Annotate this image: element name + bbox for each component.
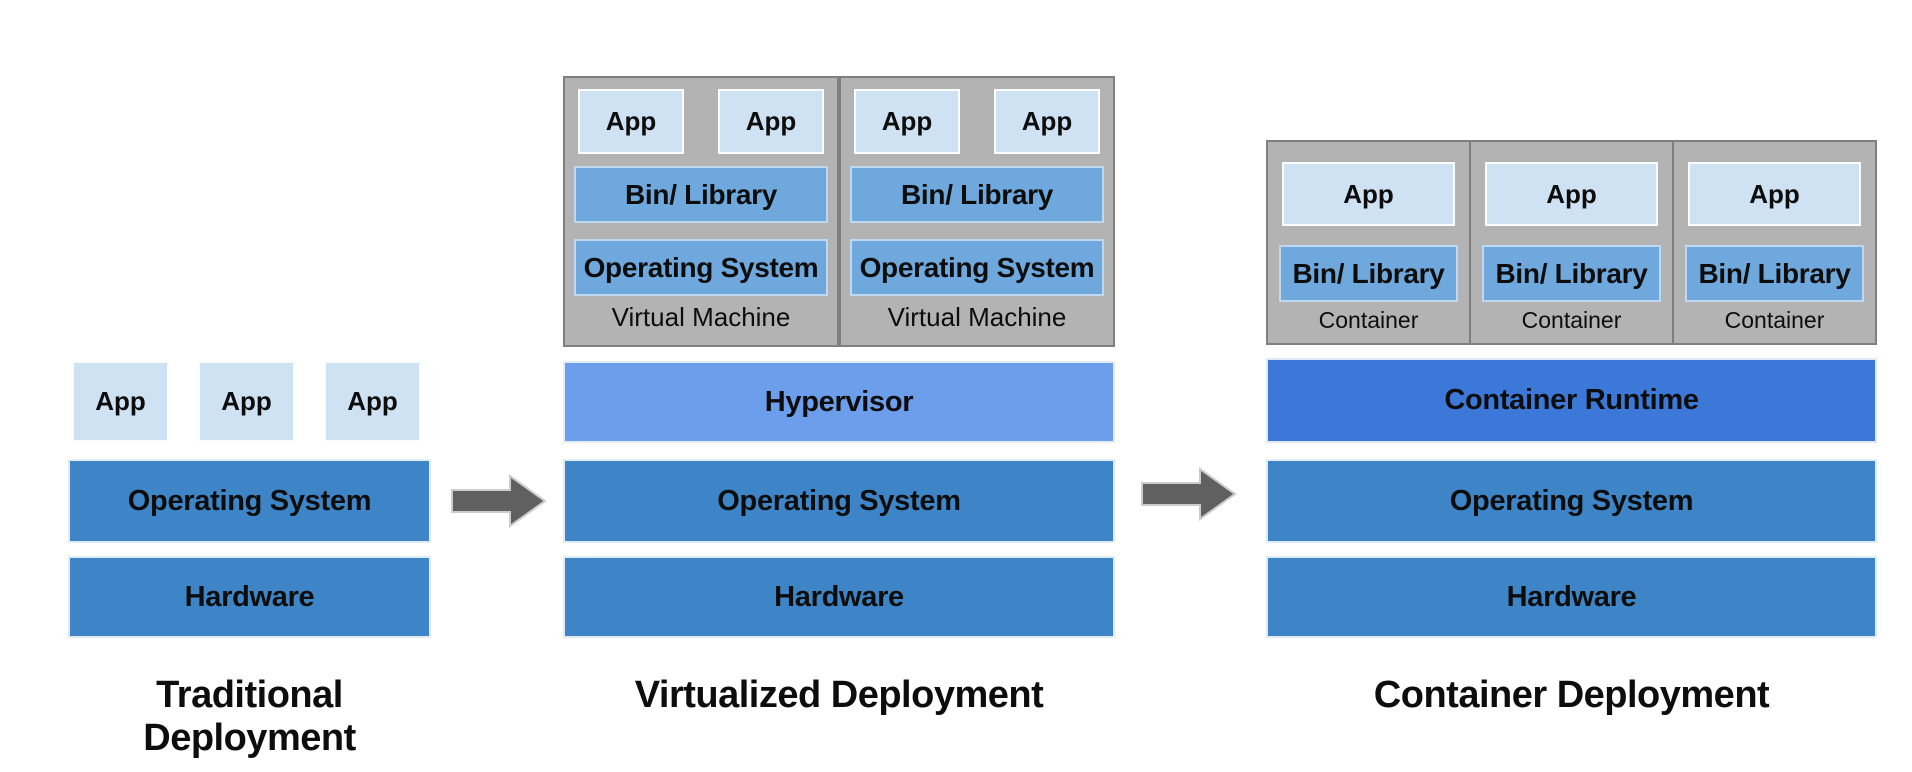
hypervisor-layer: Hypervisor — [563, 361, 1115, 443]
operating-system-layer: Operating System — [563, 459, 1115, 543]
vm-apps-row: App App — [574, 89, 828, 154]
hardware-layer: Hardware — [68, 556, 431, 638]
column-title-container: Container Deployment — [1373, 674, 1770, 716]
vm-apps-row: App App — [850, 89, 1104, 154]
app-box: App — [578, 89, 684, 154]
virtual-machine-box: App App Bin/ Library Operating System Vi… — [563, 76, 839, 347]
traditional-apps-row: App App App — [72, 361, 421, 442]
app-box: App — [1282, 162, 1455, 226]
column-title-virtualized: Virtualized Deployment — [634, 674, 1044, 716]
container-caption: Container — [1521, 307, 1622, 333]
bin-library-layer: Bin/ Library — [850, 166, 1104, 223]
container-box: App Bin/ Library Container — [1672, 142, 1875, 343]
container-caption: Container — [1724, 307, 1825, 333]
arrow-right-icon — [1141, 467, 1237, 521]
bin-library-layer: Bin/ Library — [574, 166, 828, 223]
app-box: App — [718, 89, 824, 154]
app-box: App — [854, 89, 960, 154]
guest-operating-system-layer: Operating System — [850, 239, 1104, 296]
app-box: App — [198, 361, 295, 442]
column-title-traditional: Traditional Deployment — [143, 674, 356, 759]
containers-row: App Bin/ Library Container App Bin/ Libr… — [1266, 140, 1877, 345]
app-box: App — [1688, 162, 1861, 226]
hardware-layer: Hardware — [1266, 556, 1877, 638]
operating-system-layer: Operating System — [68, 459, 431, 543]
app-box: App — [72, 361, 169, 442]
bin-library-layer: Bin/ Library — [1279, 245, 1458, 302]
operating-system-layer: Operating System — [1266, 459, 1877, 543]
virtualized-deployment-column: App App Bin/ Library Operating System Vi… — [563, 0, 1115, 772]
container-runtime-layer: Container Runtime — [1266, 358, 1877, 443]
container-box: App Bin/ Library Container — [1469, 142, 1672, 343]
app-box: App — [994, 89, 1100, 154]
container-deployment-column: App Bin/ Library Container App Bin/ Libr… — [1266, 0, 1877, 772]
container-caption: Container — [1318, 307, 1419, 333]
container-box: App Bin/ Library Container — [1268, 142, 1469, 343]
app-box: App — [1485, 162, 1658, 226]
bin-library-layer: Bin/ Library — [1482, 245, 1661, 302]
virtual-machine-caption: Virtual Machine — [887, 302, 1067, 332]
guest-operating-system-layer: Operating System — [574, 239, 828, 296]
bin-library-layer: Bin/ Library — [1685, 245, 1864, 302]
app-box: App — [324, 361, 421, 442]
traditional-deployment-column: App App App Operating System Hardware Tr… — [68, 0, 431, 772]
virtual-machines-row: App App Bin/ Library Operating System Vi… — [563, 76, 1115, 347]
virtual-machine-caption: Virtual Machine — [611, 302, 791, 332]
hardware-layer: Hardware — [563, 556, 1115, 638]
arrow-right-icon — [451, 474, 547, 528]
virtual-machine-box: App App Bin/ Library Operating System Vi… — [839, 76, 1115, 347]
